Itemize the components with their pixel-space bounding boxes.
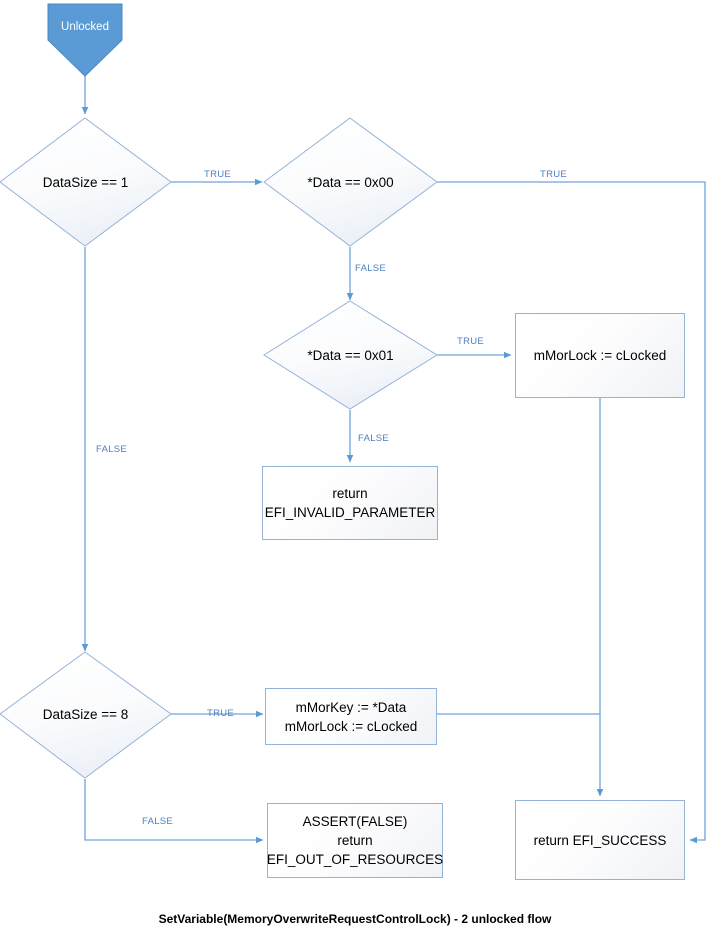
decision-data0x00-shape xyxy=(263,117,438,247)
decision-data0x01-shape xyxy=(263,300,438,410)
decision-data0x01[interactable]: *Data == 0x01 xyxy=(264,333,437,377)
decision-datasize8-label: DataSize == 8 xyxy=(42,706,129,722)
decision-datasize1-shape xyxy=(0,117,172,247)
edge-label-datasize1-false: FALSE xyxy=(96,444,128,455)
process-mmorkey-assign[interactable]: mMorKey := *Data mMorLock := cLocked xyxy=(265,688,437,745)
edge-label-data0x00-false: FALSE xyxy=(355,263,387,274)
return-out-of-resources[interactable]: ASSERT(FALSE) return EFI_OUT_OF_RESOURCE… xyxy=(267,803,443,878)
start-node[interactable]: Unlocked xyxy=(48,4,122,50)
edge-label-data0x00-true: TRUE xyxy=(540,169,568,180)
decision-data0x00-label: *Data == 0x00 xyxy=(307,174,394,190)
process-mmorkey-assign-label: mMorKey := *Data mMorLock := cLocked xyxy=(284,699,418,734)
decision-datasize1[interactable]: DataSize == 1 xyxy=(0,160,171,204)
process-mmorlock-clocked[interactable]: mMorLock := cLocked xyxy=(515,313,685,398)
edge-data0x00-true xyxy=(437,181,706,844)
decision-datasize8[interactable]: DataSize == 8 xyxy=(0,692,171,736)
start-node-label: Unlocked xyxy=(61,21,109,33)
edge-label-datasize8-false: FALSE xyxy=(142,816,174,827)
diagram-caption: SetVariable(MemoryOverwriteRequestContro… xyxy=(158,912,552,926)
edge-datasize8-false xyxy=(84,779,264,844)
return-out-of-resources-label: ASSERT(FALSE) return EFI_OUT_OF_RESOURCE… xyxy=(266,814,444,867)
edge-label-data0x01-false: FALSE xyxy=(358,433,390,444)
return-invalid-parameter-label: return EFI_INVALID_PARAMETER xyxy=(264,486,436,520)
edge-label-datasize8-true: TRUE xyxy=(207,708,235,719)
edge-label-datasize1-true: TRUE xyxy=(204,169,232,180)
return-invalid-parameter[interactable]: return EFI_INVALID_PARAMETER xyxy=(262,466,438,540)
decision-data0x00[interactable]: *Data == 0x00 xyxy=(264,160,437,204)
return-success-label: return EFI_SUCCESS xyxy=(533,832,667,848)
decision-datasize1-label: DataSize == 1 xyxy=(42,174,129,190)
edge-label-data0x01-true: TRUE xyxy=(457,336,485,347)
decision-datasize8-shape xyxy=(0,651,172,779)
decision-data0x01-label: *Data == 0x01 xyxy=(307,347,394,363)
return-success[interactable]: return EFI_SUCCESS xyxy=(515,800,685,880)
process-mmorlock-clocked-label: mMorLock := cLocked xyxy=(533,348,667,363)
